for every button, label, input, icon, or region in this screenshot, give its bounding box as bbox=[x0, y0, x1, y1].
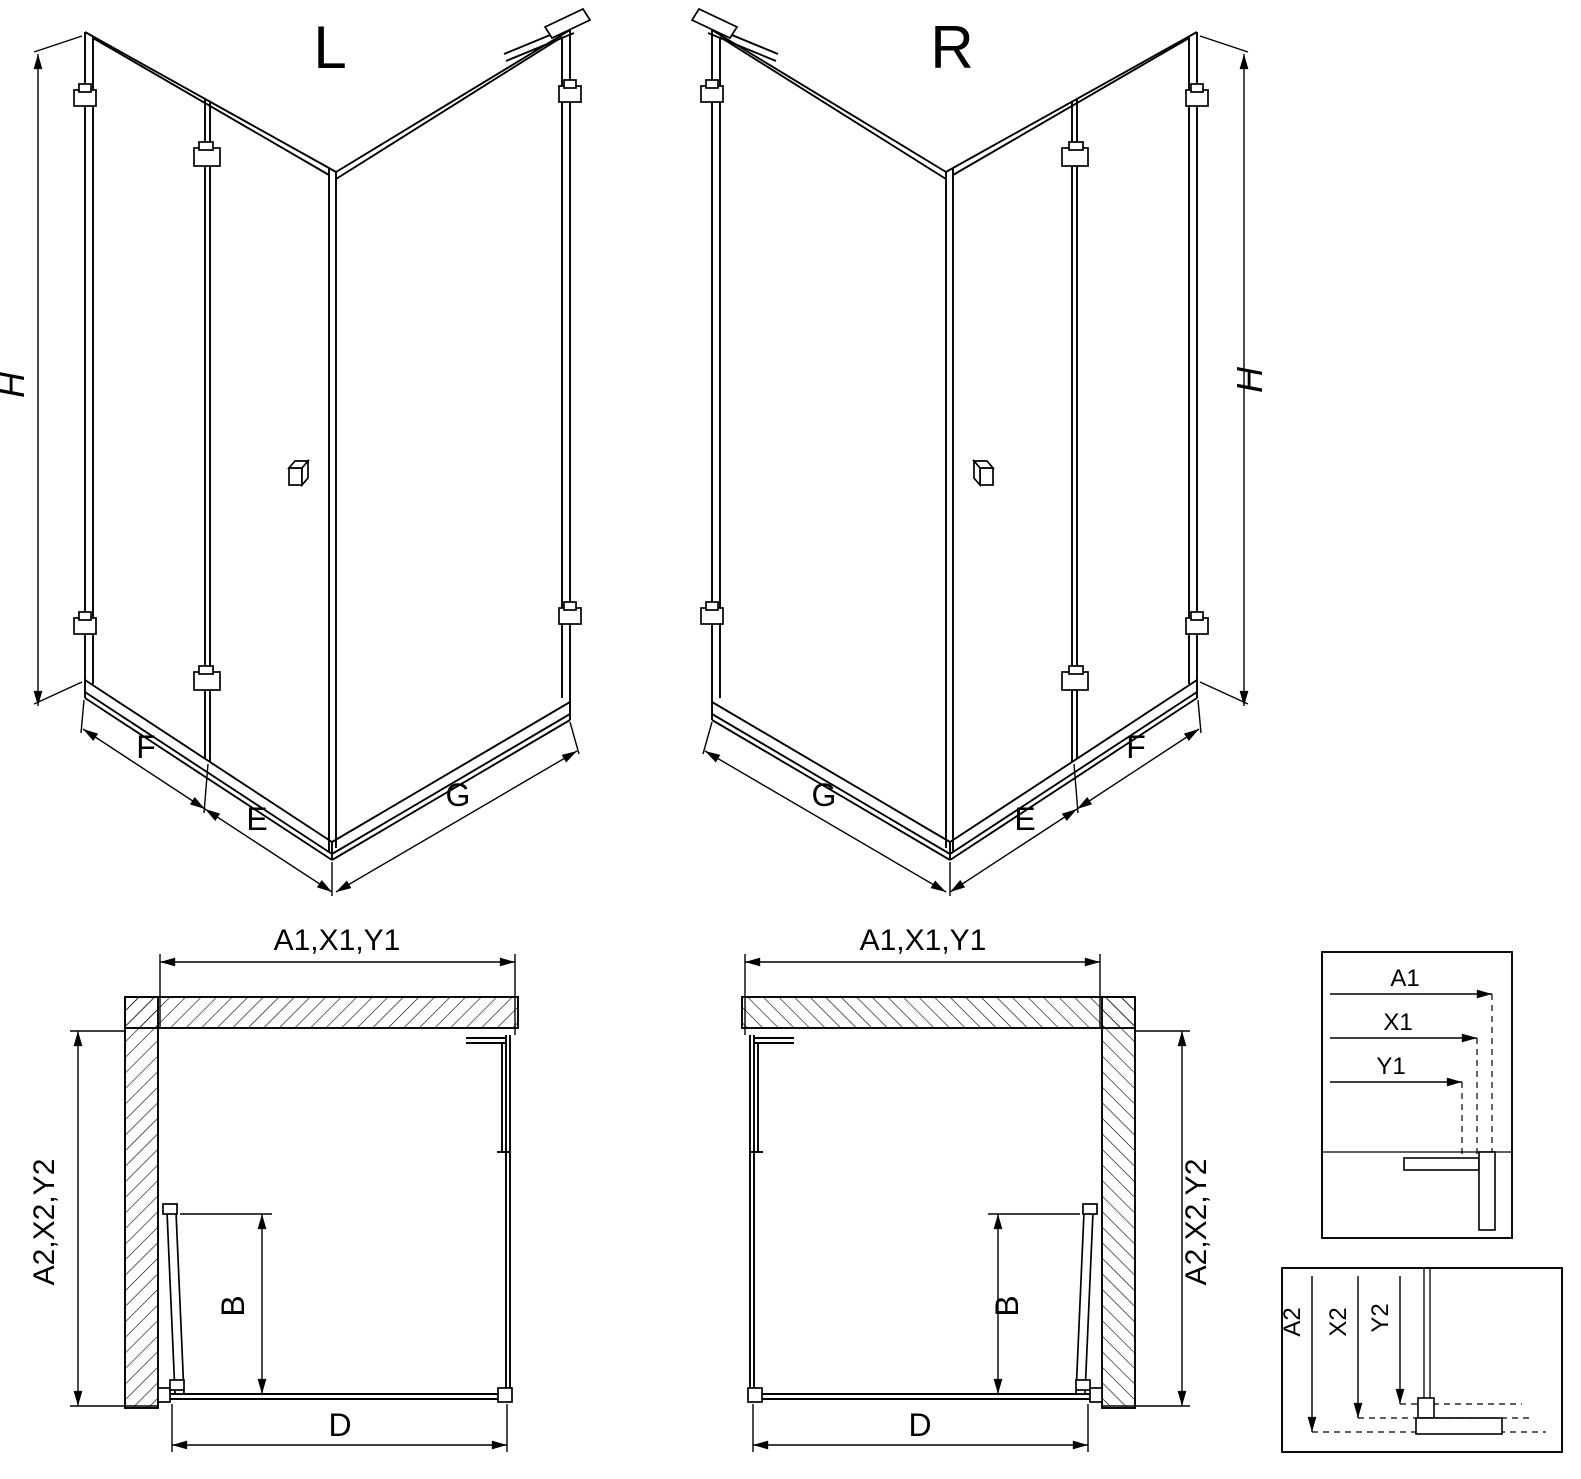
wall-profile-section bbox=[1415, 1417, 1503, 1435]
label-plan-left-width: A1,X1,Y1 bbox=[274, 924, 401, 957]
glass-section bbox=[1403, 1157, 1480, 1171]
detail-view-vertical bbox=[1281, 1267, 1563, 1453]
label-plan-right-depth: A2,X2,Y2 bbox=[1180, 1159, 1213, 1286]
iso-view-right bbox=[692, 9, 1248, 896]
detail-box-frame bbox=[1281, 1267, 1563, 1453]
label-detail-x1: X1 bbox=[1383, 1009, 1412, 1036]
label-detail-a2: A2 bbox=[1279, 1307, 1306, 1336]
label-height-left: H bbox=[0, 371, 32, 398]
label-g-right: G bbox=[812, 777, 837, 813]
plan-view-right bbox=[742, 954, 1190, 1452]
label-plan-left-entry: D bbox=[328, 1407, 351, 1443]
label-plan-left-door: B bbox=[215, 1295, 251, 1316]
label-plan-right-entry: D bbox=[908, 1407, 931, 1443]
label-detail-y1: Y1 bbox=[1376, 1053, 1405, 1080]
label-g-left: G bbox=[446, 777, 471, 813]
label-detail-y2: Y2 bbox=[1367, 1303, 1394, 1332]
label-f-right: F bbox=[1126, 729, 1146, 765]
label-plan-right-width: A1,X1,Y1 bbox=[860, 924, 987, 957]
wall-profile-section bbox=[1478, 1151, 1496, 1231]
detail-view-horizontal bbox=[1321, 951, 1513, 1239]
label-detail-x2: X2 bbox=[1325, 1307, 1352, 1336]
label-right-variant: R bbox=[930, 14, 973, 81]
label-f-left: F bbox=[136, 729, 156, 765]
label-height-right: H bbox=[1229, 366, 1270, 393]
detail-box-frame bbox=[1321, 951, 1513, 1239]
plan-view-left bbox=[70, 954, 518, 1452]
label-plan-left-depth: A2,X2,Y2 bbox=[28, 1159, 61, 1286]
labels: L R H F E G H G E F A1,X1,Y1 A2,X2,Y2 B … bbox=[0, 14, 1420, 1443]
label-e-right: E bbox=[1014, 801, 1035, 837]
label-plan-right-door: B bbox=[989, 1295, 1025, 1316]
glass-section bbox=[1417, 1397, 1435, 1419]
iso-view-left bbox=[34, 9, 590, 896]
label-left-variant: L bbox=[313, 14, 346, 81]
label-e-left: E bbox=[246, 801, 267, 837]
label-detail-a1: A1 bbox=[1390, 965, 1419, 992]
